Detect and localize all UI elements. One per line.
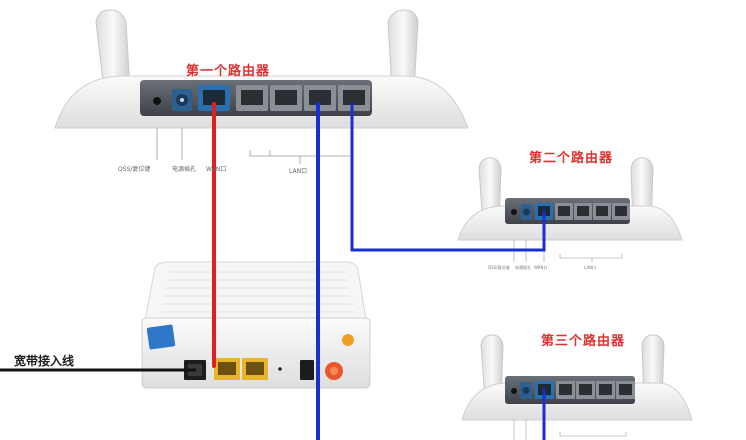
modem-badge-icon <box>342 334 354 346</box>
router-2-qss-label: QSS/复位键 <box>488 265 510 270</box>
router-2-power-label: 电源插孔 <box>515 265 531 270</box>
router-1-label-leaders <box>156 128 353 164</box>
cables <box>0 102 546 440</box>
router-1-wan-label: WAN口 <box>206 166 227 173</box>
router-1-qss-label: QSS/复位键 <box>118 166 151 173</box>
broadband-line-label: 宽带接入线 <box>14 354 75 368</box>
router-2 <box>457 157 683 263</box>
router-3-label-leaders <box>513 420 627 440</box>
router-1-lan-label: LAN口 <box>289 168 308 175</box>
router-1 <box>54 9 469 164</box>
blue-cable-router1-to-router2 <box>350 102 546 252</box>
modem-logo <box>146 324 176 350</box>
router-3-qss-button <box>511 388 517 394</box>
router-3 <box>461 334 693 440</box>
router-2-title: 第二个路由器 <box>529 151 614 166</box>
router-1-title: 第一个路由器 <box>186 64 271 79</box>
router-2-lan-label: LAN口 <box>584 265 597 270</box>
router-1-antenna-left <box>95 9 131 91</box>
router-2-qss-button <box>511 209 517 215</box>
router-1-qss-button <box>153 97 161 105</box>
router-3-title: 第三个路由器 <box>541 334 626 349</box>
modem-top <box>144 261 367 321</box>
router-1-power-label: 电源插孔 <box>172 166 197 173</box>
modem-reset-hole <box>278 367 282 371</box>
router-1-antenna-right <box>387 9 419 91</box>
router-2-wan-label: WAN口 <box>534 265 548 270</box>
modem-power-jack <box>300 360 314 380</box>
